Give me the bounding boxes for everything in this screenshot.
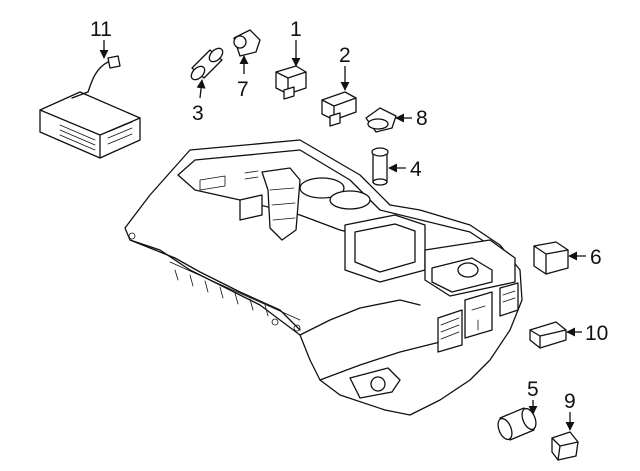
callout-7: 7 — [237, 78, 249, 101]
part-4-tube — [371, 147, 389, 186]
part-9-knob — [551, 431, 579, 461]
callout-1: 1 — [290, 18, 302, 41]
callout-9: 9 — [564, 390, 576, 413]
part-8-plug — [365, 107, 397, 133]
part-2-switch — [321, 91, 357, 127]
part-11-control-module — [39, 55, 141, 159]
callout-8: 8 — [416, 107, 428, 130]
part-7-cap — [233, 29, 261, 57]
center-console-assembly — [124, 139, 523, 416]
part-10-switch — [529, 321, 567, 349]
part-1-switch — [275, 65, 307, 100]
callout-3: 3 — [192, 102, 204, 125]
part-3-sleeve — [190, 47, 224, 81]
part-6-outlet — [533, 241, 569, 275]
callout-10: 10 — [585, 322, 608, 345]
callout-11: 11 — [90, 18, 112, 41]
callout-2: 2 — [339, 44, 351, 67]
callout-arrows — [99, 40, 586, 431]
part-5-tube — [497, 407, 537, 441]
callout-4: 4 — [410, 158, 422, 181]
callout-5: 5 — [527, 378, 539, 401]
callout-6: 6 — [590, 246, 602, 269]
